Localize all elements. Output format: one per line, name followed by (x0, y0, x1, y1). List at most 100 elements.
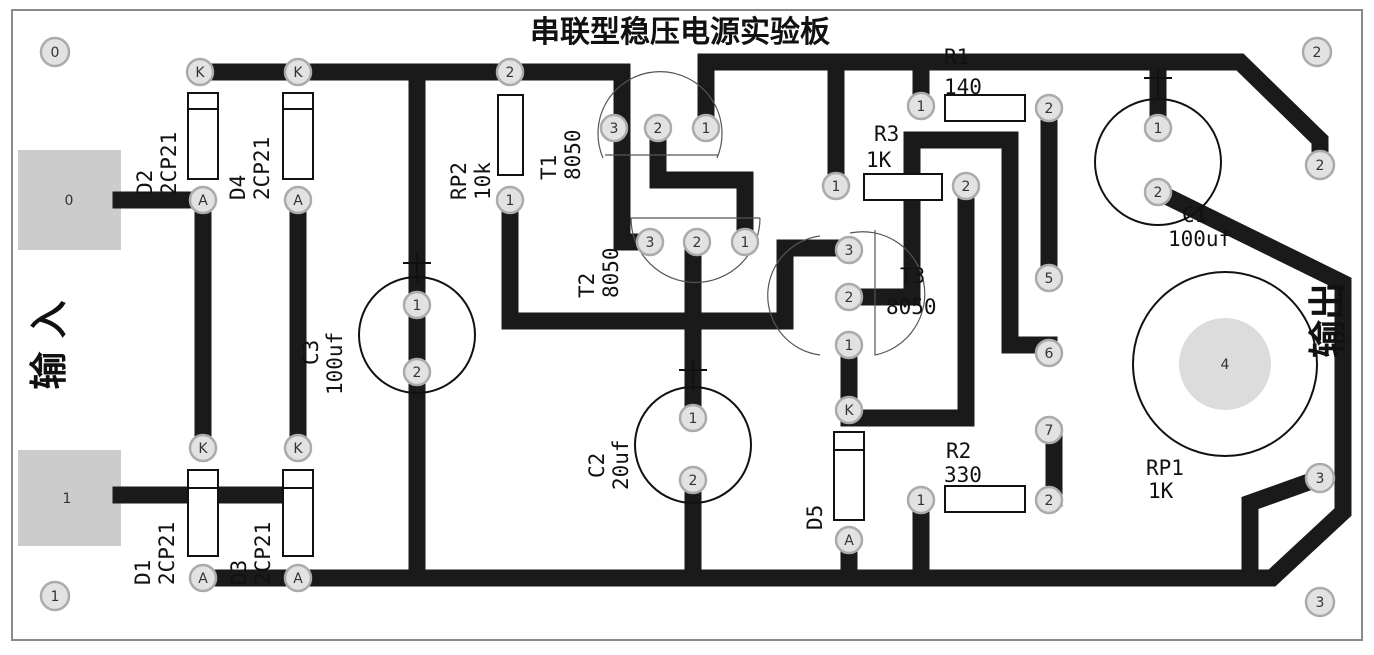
c2-value: 20uf (609, 439, 633, 490)
label-d2: D2 2CP21 (133, 132, 181, 195)
d1-ref: D1 (131, 560, 155, 585)
c1-pad-2: 2 (1143, 177, 1173, 207)
d5-pad-k: K (834, 395, 864, 425)
d3-pad-k: K (283, 433, 313, 463)
t3-pad-2-label: 2 (845, 290, 854, 306)
c2-pad-1-label: 1 (689, 411, 698, 427)
t2-pad-1: 1 (730, 227, 760, 257)
input-terminal-0[interactable]: 0 (18, 150, 121, 250)
r1-pad-2-label: 2 (1045, 101, 1054, 117)
labels: 串联型稳压电源实验板 输 入 输出 D2 2CP21 D4 2CP21 D1 2… (27, 15, 1350, 585)
d3-value: 2CP21 (251, 522, 275, 585)
r2-pad-1: 1 (906, 485, 936, 515)
rp2-ref: RP2 (447, 162, 471, 200)
label-d5: D5 (803, 505, 827, 530)
t1-pad-2-label: 2 (654, 121, 663, 137)
corner-pad-bl: 1 (39, 580, 71, 612)
diode-d5-body (833, 431, 865, 521)
c3-pad-1: 1 (402, 290, 432, 320)
trace-t1-t2 (649, 119, 754, 251)
t3-pad-3-label: 3 (845, 243, 854, 259)
trace-r3-d5 (840, 181, 975, 427)
t3-pad-2: 2 (834, 282, 864, 312)
t1-pad-3-label: 3 (610, 121, 619, 137)
label-c3: C3 100uf (299, 332, 347, 395)
r3-value: 1K (866, 148, 892, 172)
c3-pad-1-label: 1 (413, 298, 422, 314)
input-terminal-0-label: 0 (65, 193, 74, 209)
corner-pad-br: 3 (1304, 586, 1336, 618)
d1-pad-k-label: K (198, 441, 208, 457)
c3-pad-2-label: 2 (413, 365, 422, 381)
d4-value: 2CP21 (250, 137, 274, 200)
potentiometer-rp1-body (1132, 271, 1318, 457)
output-label-text: 输出 (1306, 282, 1350, 358)
d2-value: 2CP21 (157, 132, 181, 195)
r2-pad-1-label: 1 (917, 493, 926, 509)
t3-pad-1-label: 1 (845, 338, 854, 354)
r2-value: 330 (944, 463, 982, 487)
connector-pad-7-label: 7 (1045, 423, 1054, 439)
r1-value: 140 (944, 75, 982, 99)
connector-pad-3-label: 3 (1316, 471, 1325, 487)
silkscreen (187, 70, 1318, 557)
connector-pad-3: 3 (1304, 462, 1336, 494)
r2-ref: R2 (946, 439, 971, 463)
rp2-pad-2: 2 (495, 57, 525, 87)
input-label-text: 输 入 (27, 300, 71, 389)
corner-pad-tr: 2 (1301, 36, 1333, 68)
connector-pad-2-label: 2 (1316, 158, 1325, 174)
connector-pad-7: 7 (1034, 415, 1064, 445)
c2-ref: C2 (585, 453, 609, 478)
t2-pad-1-label: 1 (741, 235, 750, 251)
t1-value: 8050 (561, 129, 585, 180)
r1-pad-2: 2 (1034, 93, 1064, 123)
label-t2: T2 8050 (575, 247, 623, 298)
c1-ref: C1 (1182, 203, 1207, 227)
c3-pad-2: 2 (402, 357, 432, 387)
d3-pad-a: A (283, 563, 313, 593)
label-c2: C2 20uf (585, 439, 633, 490)
d2-pad-k-label: K (195, 65, 205, 81)
diode-d1-body (187, 469, 219, 557)
diode-d4-body (282, 92, 314, 180)
transistor-t1-body (597, 71, 723, 159)
d3-pad-k-label: K (293, 441, 303, 457)
r3-pad-2: 2 (951, 171, 981, 201)
t1-pad-3: 3 (599, 113, 629, 143)
d1-pad-a-label: A (198, 571, 208, 587)
output-label: 输出 (1306, 282, 1350, 358)
d3-ref: D3 (227, 560, 251, 585)
corner-pad-bl-label: 1 (51, 589, 60, 605)
c1-value: 100uf (1168, 227, 1231, 251)
connector-pad-6-label: 6 (1045, 346, 1054, 362)
input-terminal-1[interactable]: 1 (18, 450, 121, 546)
c2-pad-1: 1 (678, 403, 708, 433)
rp2-pad-1: 1 (495, 185, 525, 215)
r3-pad-1-label: 1 (832, 179, 841, 195)
d5-pad-a: A (834, 525, 864, 555)
d1-pad-k: K (188, 433, 218, 463)
d5-ref: D5 (803, 505, 827, 530)
input-label: 输 入 (27, 300, 71, 389)
d2-pad-a: A (188, 185, 218, 215)
resistor-r3-body (863, 173, 943, 201)
t2-ref: T2 (575, 273, 599, 298)
t1-ref: T1 (537, 155, 561, 180)
r2-pad-2: 2 (1034, 485, 1064, 515)
connector-pad-2: 2 (1304, 149, 1336, 181)
c1-pad-2-label: 2 (1154, 185, 1163, 201)
t1-pad-1-label: 1 (702, 121, 711, 137)
rp1-ref: RP1 (1146, 456, 1184, 480)
r1-ref: R1 (944, 45, 969, 69)
diode-d3-body (282, 469, 314, 557)
d4-ref: D4 (226, 175, 250, 200)
t3-value: 8050 (886, 295, 937, 319)
label-rp2: RP2 10k (447, 162, 495, 200)
d2-ref: D2 (133, 170, 157, 195)
corner-pad-tl: 0 (39, 36, 71, 68)
trace-rp2 (501, 191, 858, 330)
c2-pad-2-label: 2 (689, 473, 698, 489)
label-t1: T1 8050 (537, 129, 585, 180)
